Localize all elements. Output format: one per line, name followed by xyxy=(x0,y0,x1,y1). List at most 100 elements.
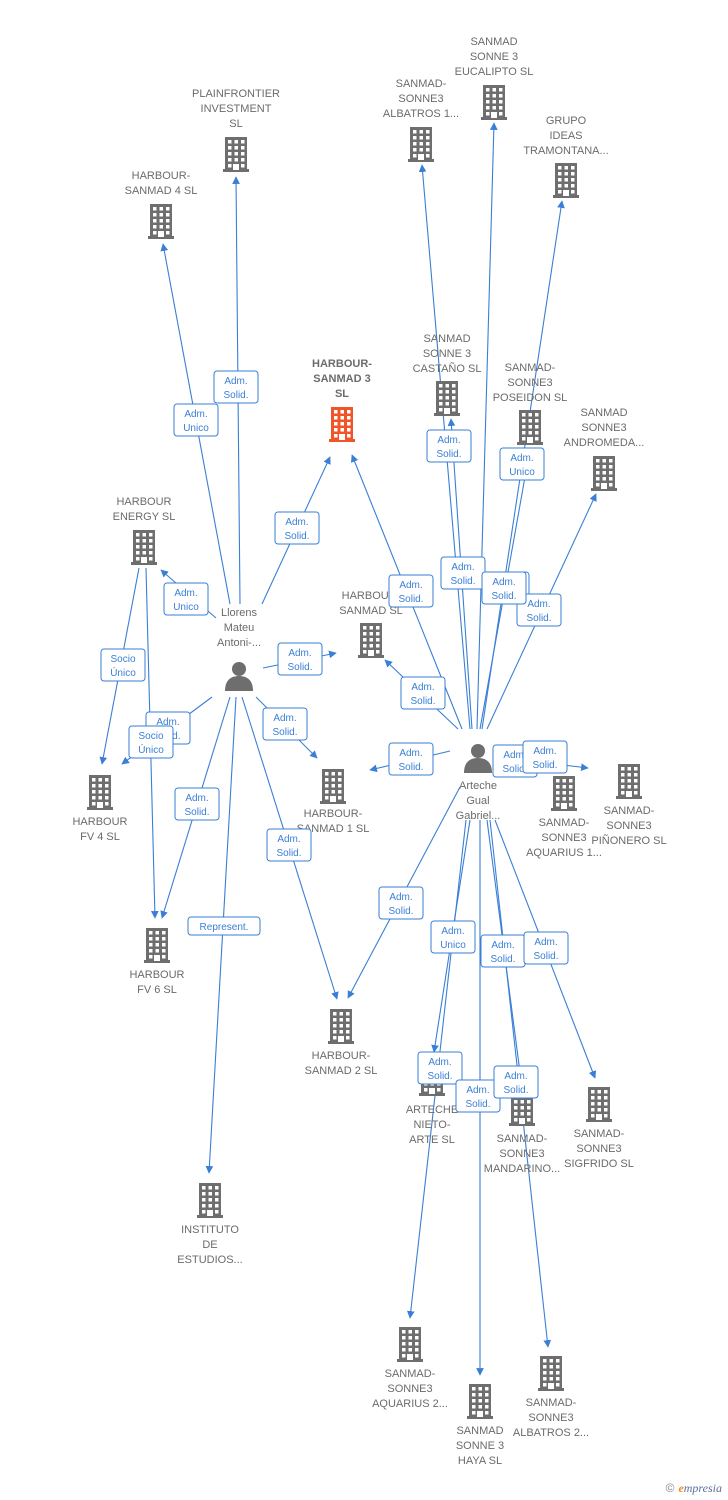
edge-label-arteche-to-sanmad-sigfrido[interactable]: Adm.Solid. xyxy=(523,931,569,965)
node-sanmad-mandarino[interactable]: SANMAD-SONNE3MANDARINO... xyxy=(484,1091,560,1175)
edge-label-arteche-to-harbour-sanmad-2[interactable]: Adm.Solid. xyxy=(378,886,424,920)
node-label: INVESTMENT xyxy=(201,103,272,115)
node-label: SANMAD- xyxy=(574,1128,625,1140)
building-icon[interactable] xyxy=(144,928,170,963)
person-icon[interactable] xyxy=(464,744,492,773)
building-icon[interactable] xyxy=(320,769,346,804)
edge-label-arteche-to-grupo-ideas[interactable]: Adm.Solid. xyxy=(516,593,562,627)
building-icon[interactable] xyxy=(87,775,113,810)
edge-label-arteche-to-sanmad-haya[interactable]: Adm.Solid. xyxy=(455,1079,501,1113)
edge-label-text: Socio xyxy=(110,654,135,665)
edge-label-text: Solid. xyxy=(490,954,515,965)
node-sanmad-andromeda[interactable]: SANMADSONNE3ANDROMEDA... xyxy=(564,407,645,491)
building-icon[interactable] xyxy=(408,127,434,162)
edge-label-arteche-to-sanmad-andromeda[interactable]: Adm.Solid. xyxy=(481,571,527,605)
edge-label-arteche-to-harbour-sanmad-3[interactable]: Adm.Solid. xyxy=(388,574,434,608)
edge-label-arteche-to-sanmad-albatros-1[interactable]: Adm.Solid. xyxy=(440,556,486,590)
node-label: ARTECHE xyxy=(406,1104,458,1116)
edge-label-text: Solid. xyxy=(533,951,558,962)
edge-label-box xyxy=(499,447,545,481)
edge-label-arteche-to-sanmad-castano[interactable]: Adm.Solid. xyxy=(426,429,472,463)
edge-label-box xyxy=(388,742,434,776)
building-icon[interactable] xyxy=(517,410,543,445)
edge-label-llorens-to-harbour-energy[interactable]: Adm.Unico xyxy=(163,582,209,616)
building-icon[interactable] xyxy=(131,530,157,565)
person-icon[interactable] xyxy=(225,662,253,691)
edge-label-arteche-to-harbour-sanmad-sl[interactable]: Adm.Solid. xyxy=(400,676,446,710)
node-label: Arteche xyxy=(459,780,497,792)
edge-label-arteche-to-sanmad-mandarino[interactable]: Adm.Solid. xyxy=(480,934,526,968)
building-icon[interactable] xyxy=(467,1384,493,1419)
edge-label-arteche-to-sanmad-aquarius-2[interactable]: Adm.Solid. xyxy=(417,1051,463,1085)
edge-label-llorens-to-harbour-sanmad-2[interactable]: Adm.Solid. xyxy=(266,828,312,862)
edge-label-box xyxy=(388,574,434,608)
edge-label-arteche-to-arteche-nieto[interactable]: Adm.Unico xyxy=(430,920,476,954)
edge-label-text: Solid. xyxy=(465,1099,490,1110)
node-label: SANMAD- xyxy=(505,362,556,374)
edge-label-arteche-to-sanmad-albatros-2[interactable]: Adm.Solid. xyxy=(493,1065,539,1099)
node-label: ENERGY SL xyxy=(113,511,176,523)
edge-label-llorens-to-instituto[interactable]: Represent. xyxy=(187,916,261,936)
node-label: SL xyxy=(335,388,349,400)
node-grupo-ideas[interactable]: GRUPOIDEASTRAMONTANA... xyxy=(523,115,609,198)
edge-label-arteche-to-harbour-sanmad-1[interactable]: Adm.Solid. xyxy=(388,742,434,776)
node-harbour-sanmad-3[interactable]: HARBOUR-SANMAD 3SL xyxy=(312,358,372,442)
edge-label-text: Adm. xyxy=(185,793,208,804)
building-icon[interactable] xyxy=(586,1087,612,1122)
building-icon[interactable] xyxy=(358,623,384,658)
edge-label-llorens-to-plainfrontier[interactable]: Adm.Solid. xyxy=(213,370,259,404)
node-label: POSEIDON SL xyxy=(493,392,568,404)
edge-label-arteche-to-sanmad-pinonero[interactable]: Adm.Solid. xyxy=(522,740,568,774)
node-arteche[interactable]: ArtecheGualGabriel... xyxy=(456,744,501,822)
node-instituto[interactable]: INSTITUTODEESTUDIOS... xyxy=(177,1183,243,1266)
node-label: SONNE3 xyxy=(576,1143,621,1155)
node-harbour-sanmad-4[interactable]: HARBOUR-SANMAD 4 SL xyxy=(125,170,198,239)
building-icon[interactable] xyxy=(434,381,460,416)
edge-labels-layer: Adm.Solid.Adm.UnicoAdm.Solid.Adm.UnicoAd… xyxy=(100,370,569,1113)
building-icon[interactable] xyxy=(616,764,642,799)
edge-label-box xyxy=(493,1065,539,1099)
building-icon[interactable] xyxy=(328,1009,354,1044)
building-icon[interactable] xyxy=(591,456,617,491)
building-icon[interactable] xyxy=(553,163,579,198)
building-icon[interactable] xyxy=(397,1327,423,1362)
building-icon[interactable] xyxy=(148,204,174,239)
building-icon[interactable] xyxy=(551,776,577,811)
edge-label-arteche-to-sanmad-poseidon[interactable]: Adm.Unico xyxy=(499,447,545,481)
edge-label-box xyxy=(378,886,424,920)
edge-label-text: Adm. xyxy=(527,599,550,610)
edge-label-llorens-to-harbour-sanmad-1[interactable]: Adm.Solid. xyxy=(262,707,308,741)
edge-label-llorens-to-harbour-sanmad-4[interactable]: Adm.Unico xyxy=(173,403,219,437)
edge-label-box xyxy=(522,740,568,774)
building-icon[interactable] xyxy=(481,85,507,120)
building-icon[interactable] xyxy=(223,137,249,172)
edge-label-text: Solid. xyxy=(287,662,312,673)
node-harbour-sanmad-1[interactable]: HARBOUR-SANMAD 1 SL xyxy=(297,769,370,835)
node-harbour-sanmad-sl[interactable]: HARBOUR-SANMAD SL xyxy=(339,590,403,658)
edge-label-llorens-to-harbour-sanmad-3[interactable]: Adm.Solid. xyxy=(274,511,320,545)
edge-label-llorens-to-harbour-fv6[interactable]: Adm.Solid. xyxy=(174,787,220,821)
node-harbour-sanmad-2[interactable]: HARBOUR-SANMAD 2 SL xyxy=(305,1009,378,1077)
building-icon[interactable] xyxy=(538,1356,564,1391)
edge-label-llorens-to-harbour-sanmad-sl[interactable]: Adm.Solid. xyxy=(277,642,323,676)
node-llorens[interactable]: LlorensMateuAntoni-... xyxy=(217,607,261,691)
building-icon[interactable] xyxy=(197,1183,223,1218)
building-icon[interactable] xyxy=(329,407,355,442)
footer-brand[interactable]: ©empresia xyxy=(666,1481,722,1496)
